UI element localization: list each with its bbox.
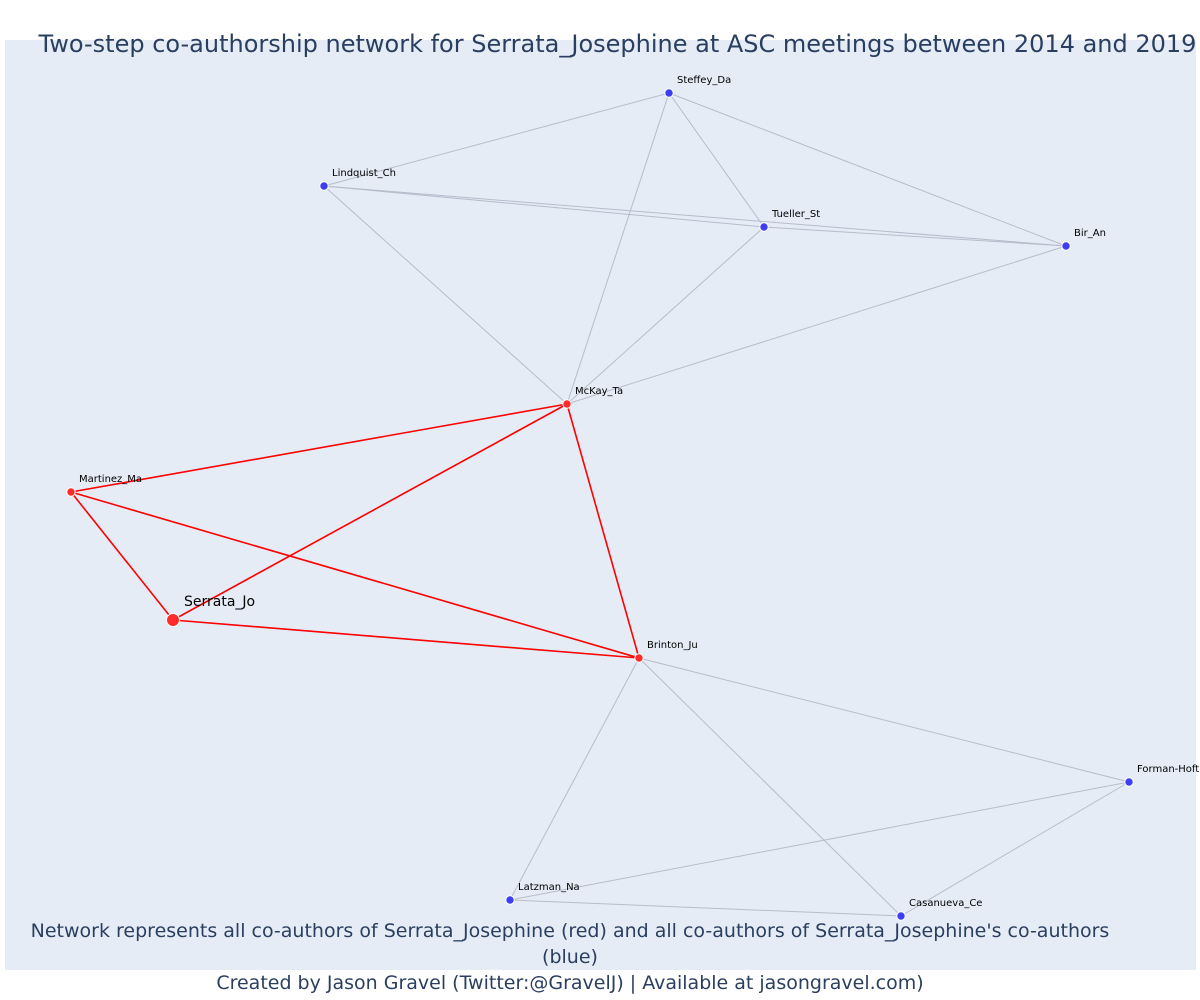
edge-serrata-jo-brinton-ju bbox=[172, 619, 640, 659]
edge-steffey-da-mckay-ta bbox=[566, 92, 670, 405]
edge-steffey-da-tueller-st bbox=[668, 92, 765, 228]
node-serrata-jo[interactable] bbox=[166, 613, 180, 627]
edge-latzman-na-casanueva-ce bbox=[509, 899, 902, 917]
node-label-forman-hoft: Forman-Hoft bbox=[1137, 764, 1199, 775]
node-label-mckay-ta: McKay_Ta bbox=[575, 386, 623, 397]
edge-lindquist-ch-bir-an bbox=[323, 185, 1067, 247]
edge-latzman-na-forman-hoft bbox=[509, 781, 1130, 901]
node-latzman-na[interactable] bbox=[505, 895, 515, 905]
edge-brinton-ju-latzman-na bbox=[509, 657, 640, 901]
node-label-steffey-da: Steffey_Da bbox=[677, 75, 731, 86]
node-label-martinez-ma: Martinez_Ma bbox=[79, 474, 142, 485]
edge-mckay-ta-serrata-jo bbox=[172, 403, 568, 621]
node-label-tueller-st: Tueller_St bbox=[771, 209, 820, 220]
edge-casanueva-ce-forman-hoft bbox=[900, 781, 1130, 917]
node-casanueva-ce[interactable] bbox=[896, 911, 906, 921]
node-label-serrata-jo: Serrata_Jo bbox=[184, 594, 255, 610]
edge-mckay-ta-brinton-ju bbox=[566, 403, 640, 659]
edge-brinton-ju-forman-hoft bbox=[638, 657, 1130, 783]
node-martinez-ma[interactable] bbox=[66, 487, 76, 497]
edge-brinton-ju-casanueva-ce bbox=[638, 657, 902, 917]
edge-mckay-ta-martinez-ma bbox=[70, 403, 568, 493]
edge-tueller-st-bir-an bbox=[763, 226, 1067, 247]
node-brinton-ju[interactable] bbox=[634, 653, 644, 663]
edge-lindquist-ch-tueller-st bbox=[323, 185, 765, 228]
node-mckay-ta[interactable] bbox=[562, 399, 572, 409]
node-bir-an[interactable] bbox=[1061, 241, 1071, 251]
chart-footer: Network represents all co-authors of Ser… bbox=[0, 918, 1140, 996]
edge-martinez-ma-serrata-jo bbox=[70, 491, 174, 621]
chart-title: Two-step co-authorship network for Serra… bbox=[38, 30, 1197, 58]
plot-background bbox=[5, 40, 1196, 970]
node-forman-hoft[interactable] bbox=[1124, 777, 1134, 787]
edge-lindquist-ch-mckay-ta bbox=[323, 185, 568, 405]
node-label-lindquist-ch: Lindquist_Ch bbox=[332, 168, 396, 179]
edge-steffey-da-bir-an bbox=[668, 92, 1067, 247]
footer-line-1: Network represents all co-authors of Ser… bbox=[30, 920, 1110, 968]
node-layer bbox=[66, 88, 1134, 921]
node-label-bir-an: Bir_An bbox=[1074, 228, 1106, 239]
node-label-casanueva-ce: Casanueva_Ce bbox=[909, 898, 982, 909]
edge-bir-an-mckay-ta bbox=[566, 245, 1067, 405]
edge-steffey-da-lindquist-ch bbox=[323, 92, 670, 187]
node-steffey-da[interactable] bbox=[664, 88, 674, 98]
edge-martinez-ma-brinton-ju bbox=[70, 491, 640, 659]
node-label-latzman-na: Latzman_Na bbox=[518, 882, 580, 893]
edge-layer bbox=[70, 92, 1130, 917]
edge-tueller-st-mckay-ta bbox=[566, 226, 765, 405]
node-lindquist-ch[interactable] bbox=[319, 181, 329, 191]
node-label-brinton-ju: Brinton_Ju bbox=[647, 640, 698, 651]
footer-line-2: Created by Jason Gravel (Twitter:@Gravel… bbox=[216, 972, 924, 994]
node-tueller-st[interactable] bbox=[759, 222, 769, 232]
